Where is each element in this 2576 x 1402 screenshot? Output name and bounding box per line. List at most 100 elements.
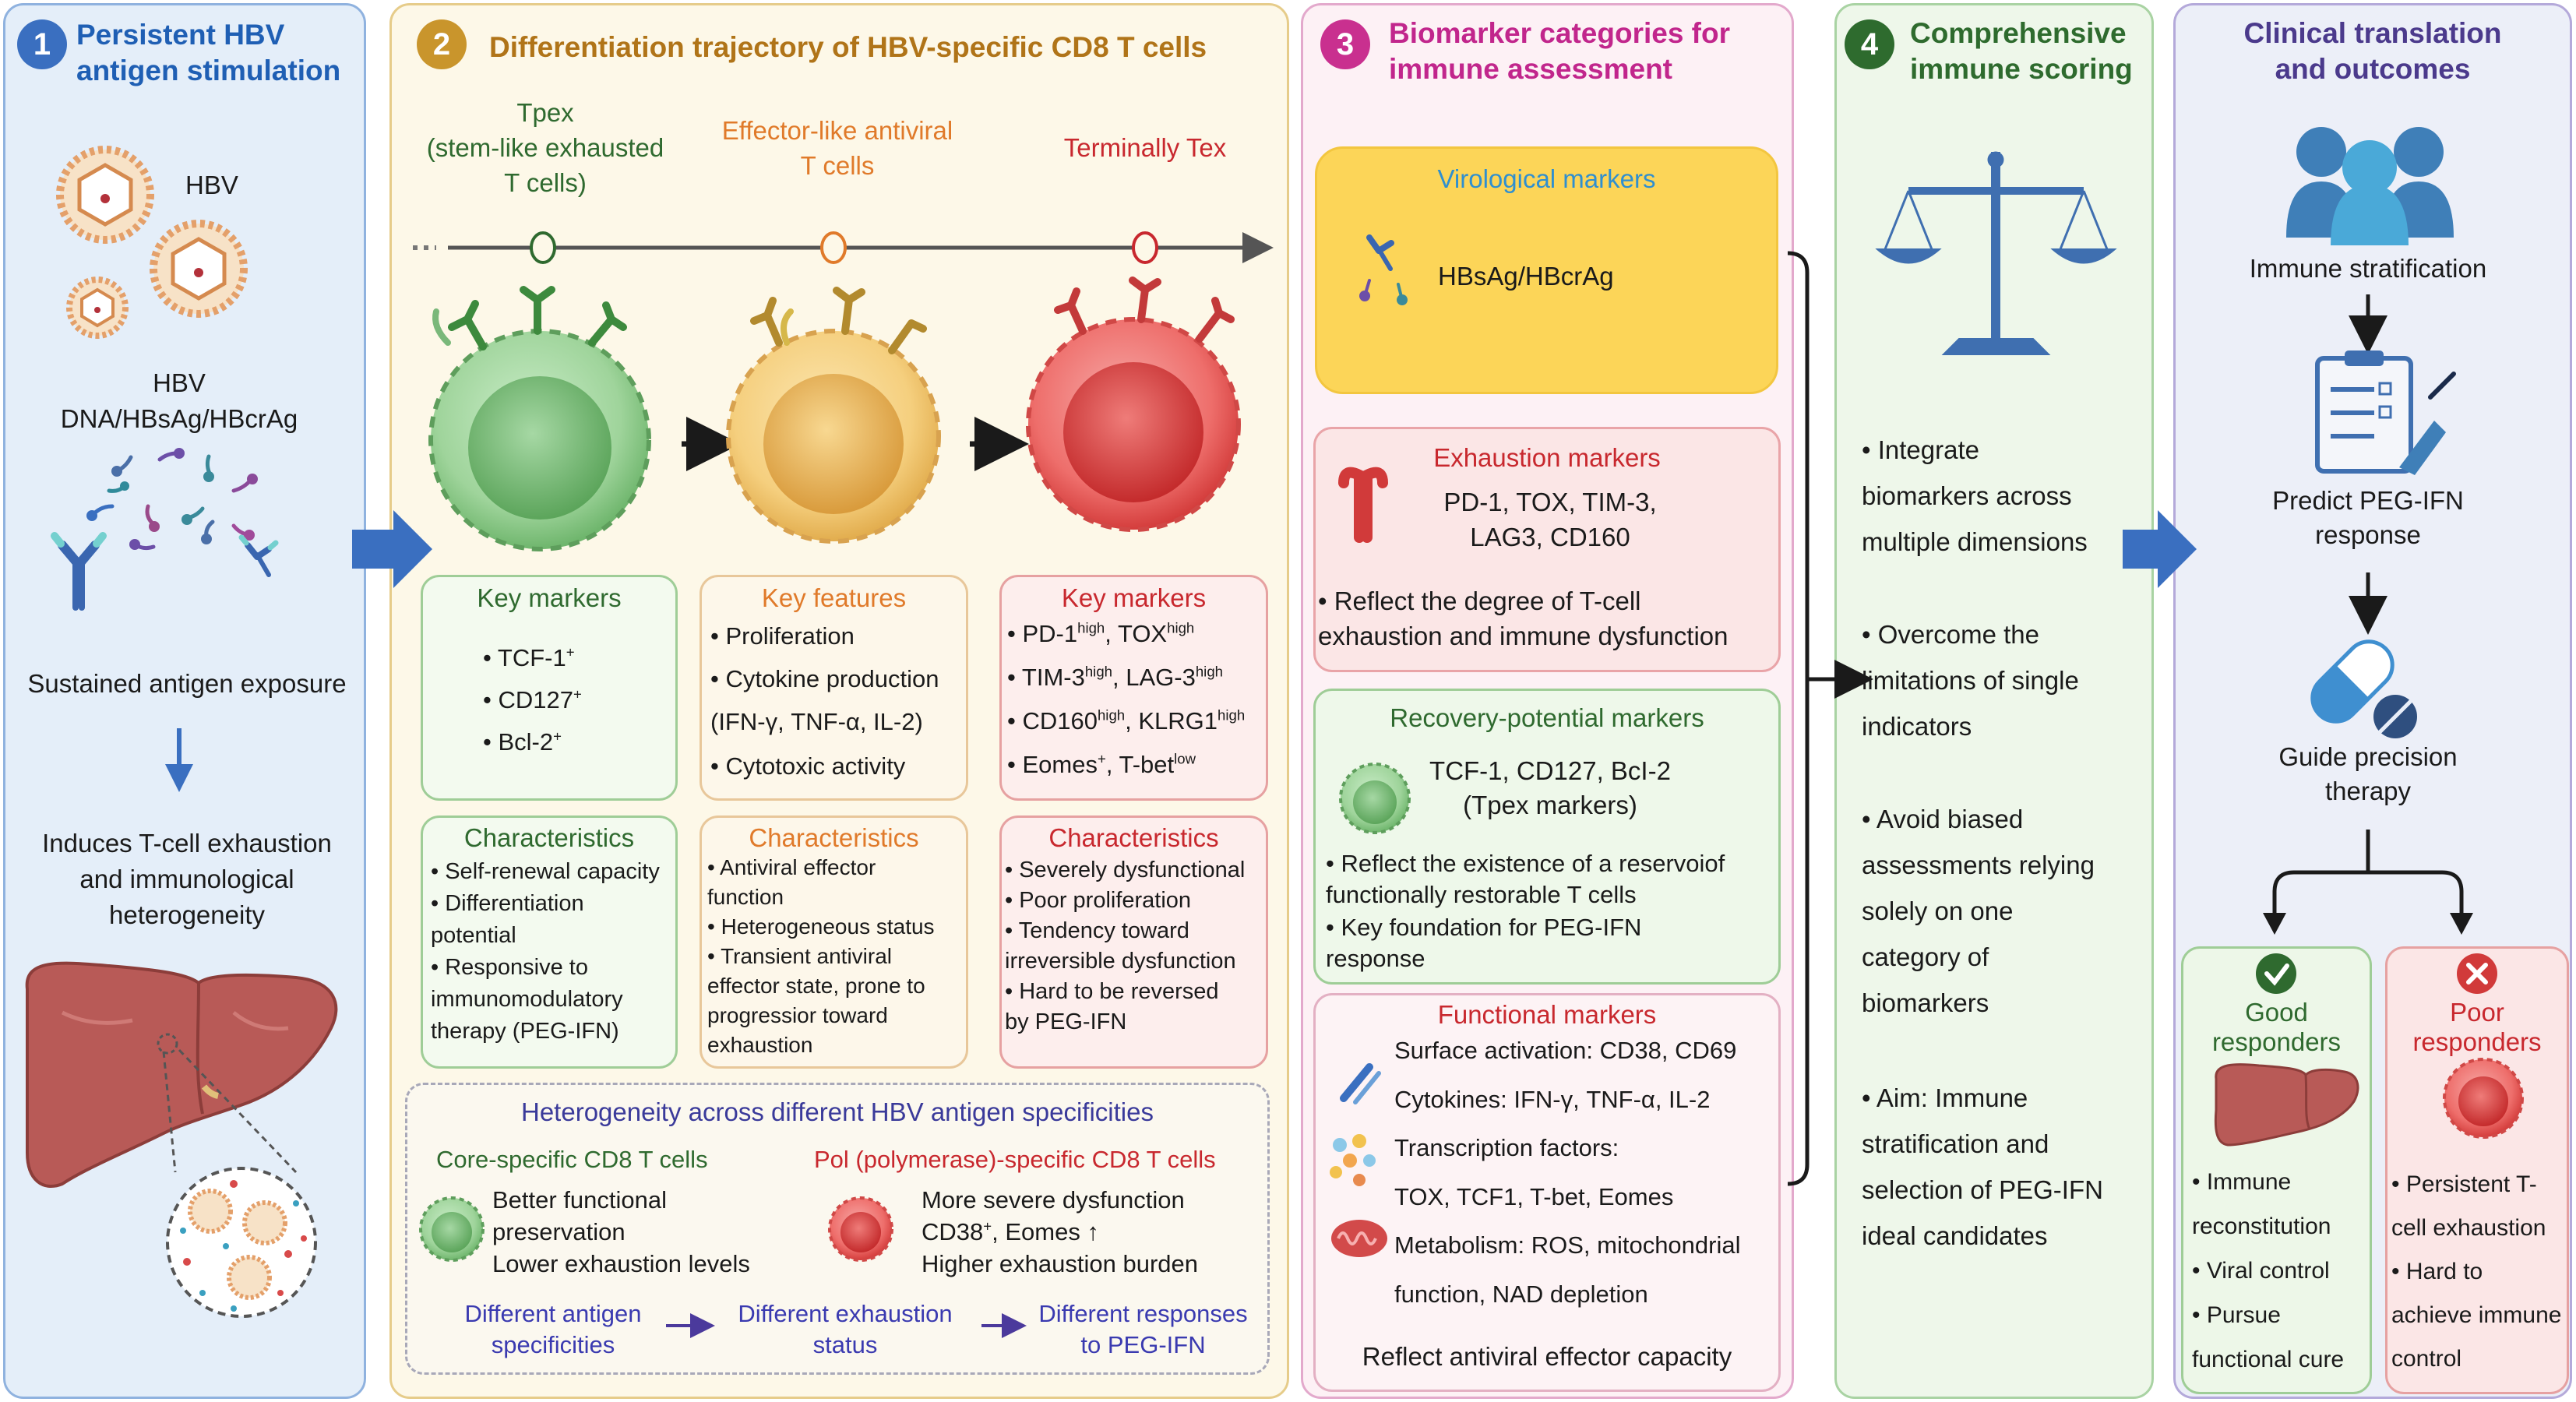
- t-cell-icon-core: [419, 1196, 485, 1262]
- scoring-bullet: • Avoid biased: [1862, 805, 2024, 833]
- recovery-markers-box: [1313, 689, 1781, 985]
- functional-title: Functional markers: [1437, 1000, 1657, 1029]
- core-line: preservation: [492, 1218, 625, 1245]
- pol-line: Higher exhaustion burden: [922, 1250, 1199, 1277]
- branch-arrow: [2263, 913, 2286, 935]
- flow-exhaustion-line2: status: [812, 1331, 878, 1358]
- tpex-characteristics-box: [421, 815, 678, 1069]
- effector-char-item: function: [707, 885, 784, 909]
- functional-met2: function, NAD depletion: [1394, 1280, 1648, 1308]
- tpex-char-item: • Responsive to: [431, 955, 588, 980]
- antigens-label-line2: DNA/HBsAg/HBcrAg: [60, 404, 298, 433]
- stage-marker-tex: [1132, 231, 1158, 264]
- tex-char-item: irreversible dysfunction: [1005, 949, 1236, 974]
- functional-tf2: TOX, TCF1, T-bet, Eomes: [1394, 1183, 1674, 1210]
- tex-char-title: Characteristics: [1048, 823, 1219, 852]
- tex-char-item: by PEG-IFN: [1005, 1009, 1127, 1034]
- core-line: Lower exhaustion levels: [492, 1250, 750, 1277]
- functional-footer: Reflect antiviral effector capacity: [1362, 1342, 1732, 1371]
- recovery-line2: (Tpex markers): [1463, 791, 1637, 819]
- liver-icon: [2214, 1063, 2359, 1147]
- stage-tpex-line1: Tpex: [516, 98, 574, 127]
- flow-responses-line2: to PEG-IFN: [1080, 1331, 1206, 1358]
- tex-characteristics-box: [999, 815, 1268, 1069]
- tpex-char-item: immunomodulatory: [431, 987, 623, 1012]
- scoring-bullet: • Integrate: [1862, 435, 1979, 464]
- tex-marker-row: • TIM-3high, LAG-3high: [1007, 663, 1223, 691]
- effector-feature-item: • Proliferation: [710, 622, 855, 650]
- receptor-icon: [448, 286, 627, 350]
- pol-line: CD38+, Eomes ↑: [922, 1217, 1099, 1245]
- scoring-bullet: multiple dimensions: [1862, 527, 2088, 556]
- exhaustion-note: • Reflect the degree of T-cell: [1318, 587, 1641, 615]
- receptor-icon: [1338, 467, 1388, 543]
- flow-responses-line1: Different responses: [1038, 1300, 1248, 1327]
- core-line: Better functional: [492, 1186, 668, 1214]
- virological-markers: HBsAg/HBcrAg: [1438, 262, 1614, 291]
- scoring-bullet: • Aim: Immune: [1862, 1083, 2028, 1112]
- good-title-line1: Good: [2245, 998, 2308, 1027]
- panel4-title-line2: immune scoring: [1910, 53, 2133, 85]
- recovery-line1: TCF-1, CD127, BcI-2: [1429, 756, 1671, 785]
- antibody-icon: [1359, 234, 1408, 305]
- scoring-bullet: limitations of single: [1862, 666, 2079, 695]
- stage-marker-effector: [820, 231, 847, 264]
- receptor-icon: [1054, 277, 1235, 343]
- recovery-note: • Key foundation for PEG-IFN: [1326, 914, 1642, 941]
- stage-marker-tpex: [530, 231, 556, 264]
- scoring-bullet: solely on one: [1862, 897, 2014, 925]
- scoring-bullet: biomarkers: [1862, 988, 1989, 1017]
- heterogeneity-title: Heterogeneity across different HBV antig…: [521, 1097, 1154, 1126]
- functional-tf1: Transcription factors:: [1394, 1134, 1619, 1161]
- tpex-char-title: Characteristics: [463, 823, 635, 852]
- sustained-exposure-label: Sustained antigen exposure: [27, 669, 347, 698]
- effector-feature-item: • Cytotoxic activity: [710, 752, 906, 780]
- poor-bullet: • Hard to: [2391, 1259, 2483, 1284]
- antibody-icon: [238, 534, 279, 577]
- exhaustion-title: Exhaustion markers: [1433, 443, 1661, 472]
- hbv-label: HBV: [185, 171, 238, 199]
- t-cell-icon-tpex: [428, 286, 651, 551]
- flow-specificities-line2: specificities: [491, 1331, 615, 1358]
- good-title-line2: responders: [2211, 1027, 2342, 1056]
- branch-arrow: [2450, 913, 2473, 935]
- panel1-title-line1: Persistent HBV: [76, 19, 285, 51]
- guide-line1: Guide precision: [2278, 742, 2458, 771]
- recovery-note: • Reflect the existence of a reservoiof: [1326, 850, 1725, 877]
- tpex-marker-cd127: • CD127+: [483, 685, 582, 713]
- poor-bullet: cell exhaustion: [2391, 1215, 2546, 1241]
- scoring-bullet: selection of PEG-IFN: [1862, 1175, 2103, 1204]
- clipboard-icon: [2315, 350, 2456, 475]
- tpex-marker-bcl2: • Bcl-2+: [483, 727, 562, 756]
- poor-bullet: achieve immune: [2391, 1302, 2562, 1328]
- capsule-icon: [2310, 639, 2417, 738]
- tpex-char-item: potential: [431, 923, 516, 948]
- recovery-title: Recovery-potential markers: [1390, 703, 1704, 732]
- good-bullet: functional cure: [2192, 1347, 2345, 1372]
- functional-surface: Surface activation: CD38, CD69: [1394, 1037, 1737, 1064]
- tex-marker-row: • CD160high, KLRG1high: [1007, 706, 1246, 734]
- panel1-title-line2: antigen stimulation: [76, 55, 341, 86]
- exhaustion-note: exhaustion and immune dysfunction: [1318, 622, 1728, 650]
- zoom-line: [162, 1051, 177, 1173]
- effector-char-item: • Transient antiviral: [707, 944, 893, 968]
- antigen-particles: [86, 448, 258, 551]
- hbv-virion-icon: [56, 146, 248, 339]
- cross-icon: [2457, 953, 2497, 994]
- core-title: Core-specific CD8 T cells: [436, 1146, 708, 1173]
- scoring-bullet: • Overcome the: [1862, 620, 2039, 649]
- effector-char-item: progressior toward: [707, 1003, 888, 1027]
- tex-markers-title: Key markers: [1061, 583, 1207, 612]
- functional-met1: Metabolism: ROS, mitochondrial: [1394, 1231, 1741, 1259]
- tissue-zoom-icon: [166, 1167, 317, 1318]
- effector-key-features-box: [700, 575, 968, 801]
- poor-title-line1: Poor: [2450, 998, 2504, 1027]
- scoring-bullet: category of: [1862, 942, 1989, 971]
- effector-features-title: Key features: [761, 583, 907, 612]
- stage-tpex-line2: (stem-like exhausted: [426, 133, 664, 162]
- panel4-title-line1: Comprehensive: [1910, 17, 2127, 49]
- functional-markers-box: [1313, 993, 1781, 1392]
- good-bullet: • Immune: [2192, 1169, 2292, 1195]
- poor-bullet: control: [2391, 1346, 2462, 1372]
